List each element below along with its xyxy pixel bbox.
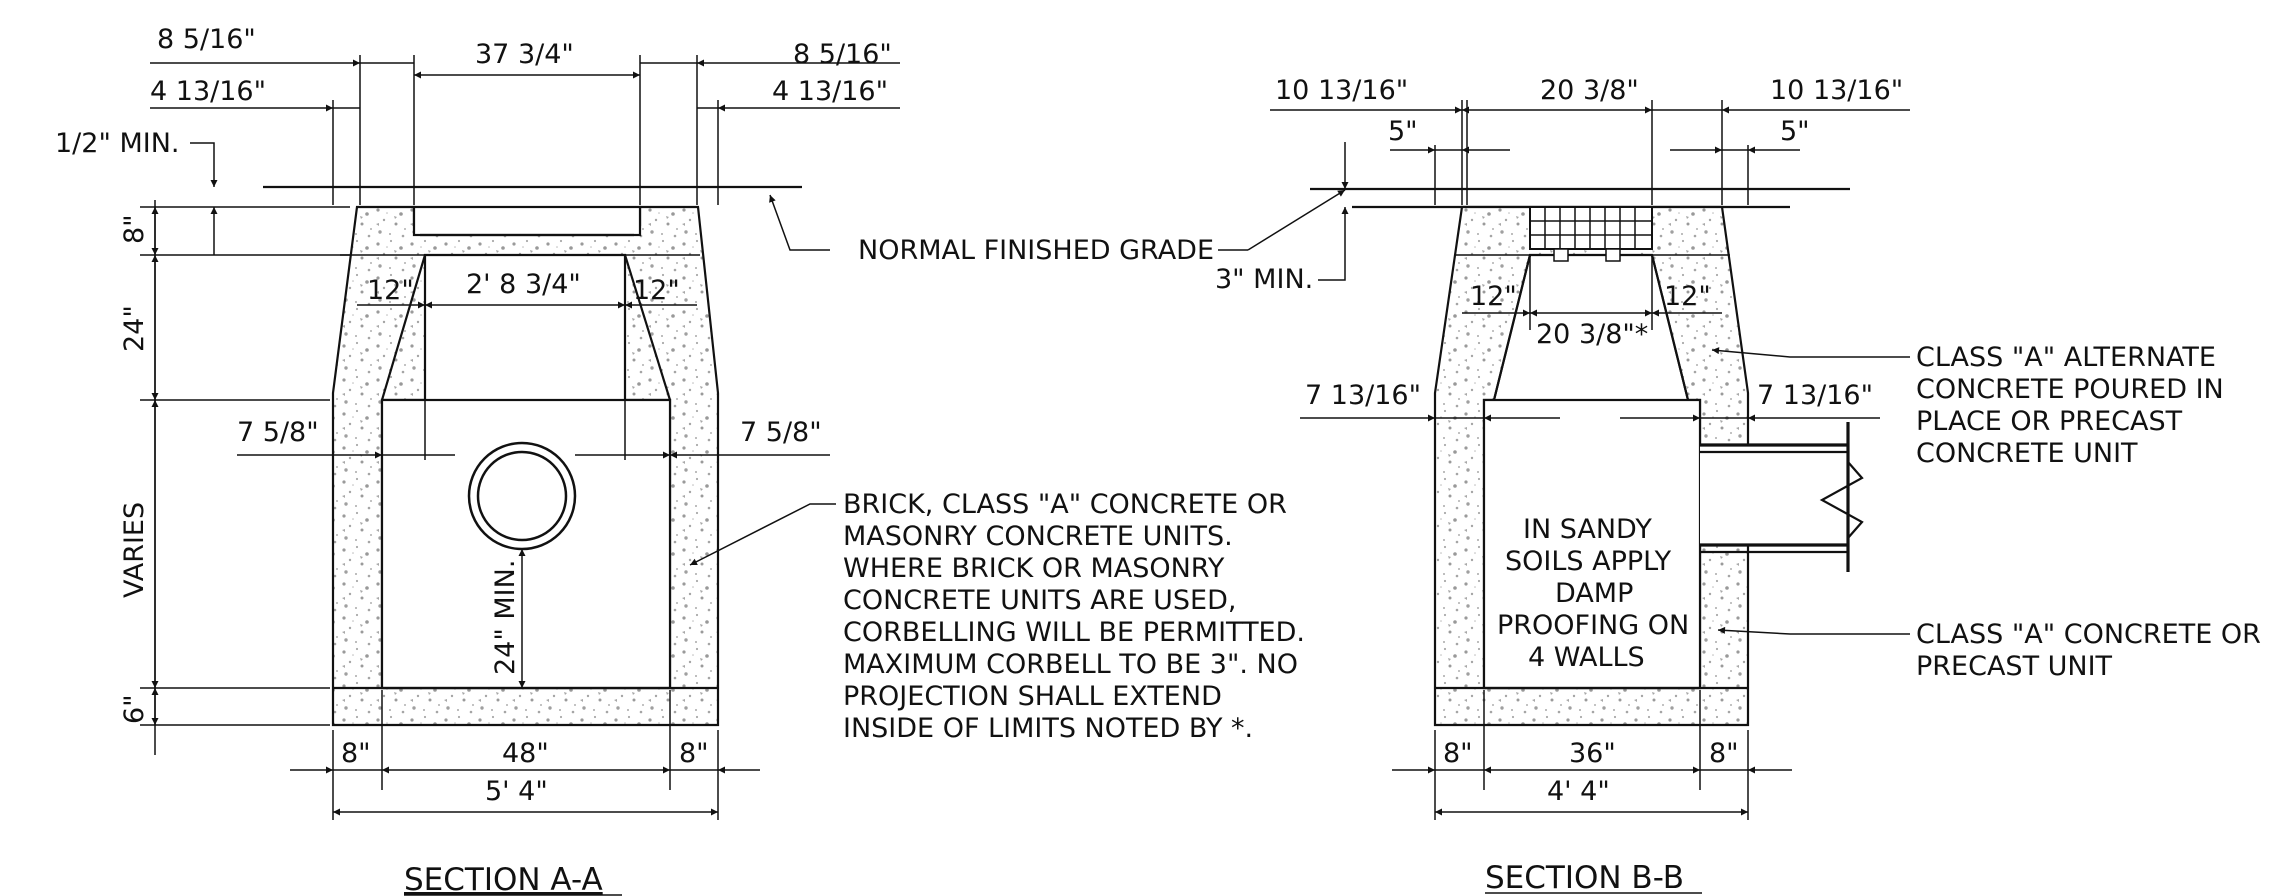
section-a-dim-h-8: 8"	[119, 214, 150, 244]
section-b-dim-top-right-outer: 10 13/16"	[1770, 75, 1903, 106]
section-a-dim-cone-right: 12"	[633, 275, 680, 306]
section-a-pipe-inner	[476, 450, 568, 542]
section-a: 8 5/16" 37 3/4" 8 5/16" 4 13/16" 4 13/16…	[55, 24, 1305, 896]
section-b-dim-bottom-center: 36"	[1569, 738, 1616, 769]
section-a-dim-top-right-outer: 8 5/16"	[793, 39, 892, 70]
svg-text:CORBELLING WILL BE PERMITTED.: CORBELLING WILL BE PERMITTED.	[843, 617, 1305, 648]
section-a-dim-h-varies: VARIES	[119, 502, 150, 598]
section-b-dim-bottom-right: 8"	[1709, 738, 1739, 769]
svg-text:PLACE OR PRECAST: PLACE OR PRECAST	[1916, 406, 2183, 437]
section-b-dim-top-center: 20 3/8"	[1540, 75, 1639, 106]
svg-text:PROJECTION SHALL EXTEND: PROJECTION SHALL EXTEND	[843, 681, 1222, 712]
section-a-dim-top-left-inner: 4 13/16"	[150, 76, 266, 107]
section-b-dim-wall-right: 7 13/16"	[1757, 380, 1873, 411]
svg-text:SOILS APPLY: SOILS APPLY	[1505, 546, 1672, 577]
section-a-dim-top-right-inner: 4 13/16"	[772, 76, 888, 107]
section-a-brick-note: BRICK, CLASS "A" CONCRETE OR MASONRY CON…	[843, 489, 1305, 744]
svg-text:INSIDE OF LIMITS NOTED BY *.: INSIDE OF LIMITS NOTED BY *.	[843, 713, 1253, 744]
section-b-dim-cone-right: 12"	[1664, 281, 1711, 312]
svg-text:CLASS "A" ALTERNATE: CLASS "A" ALTERNATE	[1916, 342, 2216, 373]
svg-text:CLASS "A" CONCRETE OR: CLASS "A" CONCRETE OR	[1916, 619, 2261, 650]
svg-text:MASONRY CONCRETE UNITS.: MASONRY CONCRETE UNITS.	[843, 521, 1233, 552]
section-b-precast-note: CLASS "A" CONCRETE OR PRECAST UNIT	[1916, 619, 2261, 682]
section-a-dim-cone-center: 2' 8 3/4"	[466, 269, 581, 300]
section-a-cone-edge-left	[380, 254, 427, 401]
svg-text:4 WALLS: 4 WALLS	[1528, 642, 1645, 673]
section-a-dim-half-min: 1/2" MIN.	[55, 128, 180, 159]
section-b-dim-bottom-left: 8"	[1443, 738, 1473, 769]
section-a-frame	[412, 205, 642, 237]
section-b-dim-overall: 4' 4"	[1547, 776, 1610, 807]
svg-text:CONCRETE POURED IN: CONCRETE POURED IN	[1916, 374, 2224, 405]
section-b-dim-three-min: 3" MIN.	[1215, 264, 1313, 295]
section-a-dim-overall: 5' 4"	[485, 776, 548, 807]
section-a-dim-top-left-outer: 8 5/16"	[157, 24, 256, 55]
section-b-dim-top-left-inner: 5"	[1388, 116, 1418, 147]
section-b-grate-bars	[1530, 207, 1652, 249]
section-a-dim-wall-left: 7 5/8"	[237, 417, 319, 448]
section-b-dim-top-right-inner: 5"	[1780, 116, 1810, 147]
section-b-side-pipe	[1700, 422, 1864, 572]
svg-text:WHERE BRICK OR MASONRY: WHERE BRICK OR MASONRY	[843, 553, 1225, 584]
section-b-dim-cone-left: 12"	[1470, 281, 1517, 312]
section-a-title: SECTION A-A	[404, 862, 603, 896]
section-b-alternate-note: CLASS "A" ALTERNATE CONCRETE POURED IN P…	[1916, 342, 2224, 469]
section-a-dim-wall-right: 7 5/8"	[740, 417, 822, 448]
svg-text:PRECAST UNIT: PRECAST UNIT	[1916, 651, 2113, 682]
section-a-dim-pipe-min: 24" MIN.	[490, 560, 521, 675]
section-a-dim-top-center: 37 3/4"	[475, 39, 574, 70]
section-a-dim-bottom-left: 8"	[341, 738, 371, 769]
section-a-grade-label: NORMAL FINISHED GRADE	[858, 235, 1214, 266]
section-a-dim-cone-left: 12"	[367, 275, 414, 306]
section-a-dim-bottom-center: 48"	[502, 738, 549, 769]
svg-text:CONCRETE UNIT: CONCRETE UNIT	[1916, 438, 2138, 469]
section-a-dim-bottom-right: 8"	[679, 738, 709, 769]
svg-text:IN SANDY: IN SANDY	[1523, 514, 1652, 545]
section-b-dim-top-left-outer: 10 13/16"	[1275, 75, 1408, 106]
section-b-dim-wall-left: 7 13/16"	[1305, 380, 1421, 411]
section-b: IN SANDY SOILS APPLY DAMP PROOFING ON 4 …	[1215, 75, 2261, 896]
section-b-interior-note: IN SANDY SOILS APPLY DAMP PROOFING ON 4 …	[1497, 514, 1689, 673]
section-a-dim-h-24: 24"	[119, 305, 150, 352]
section-a-dim-h-6: 6"	[119, 694, 150, 724]
section-b-grate	[1529, 206, 1653, 250]
svg-text:MAXIMUM CORBELL TO BE 3". NO: MAXIMUM CORBELL TO BE 3". NO	[843, 649, 1298, 680]
svg-text:BRICK, CLASS "A" CONCRETE OR: BRICK, CLASS "A" CONCRETE OR	[843, 489, 1287, 520]
svg-text:PROOFING ON: PROOFING ON	[1497, 610, 1689, 641]
svg-text:CONCRETE UNITS ARE USED,: CONCRETE UNITS ARE USED,	[843, 585, 1236, 616]
section-b-title: SECTION B-B	[1485, 860, 1684, 896]
svg-text:DAMP: DAMP	[1555, 578, 1633, 609]
section-a-cone-edge-right	[623, 254, 672, 401]
section-b-dim-cone-center: 20 3/8"*	[1536, 319, 1648, 350]
